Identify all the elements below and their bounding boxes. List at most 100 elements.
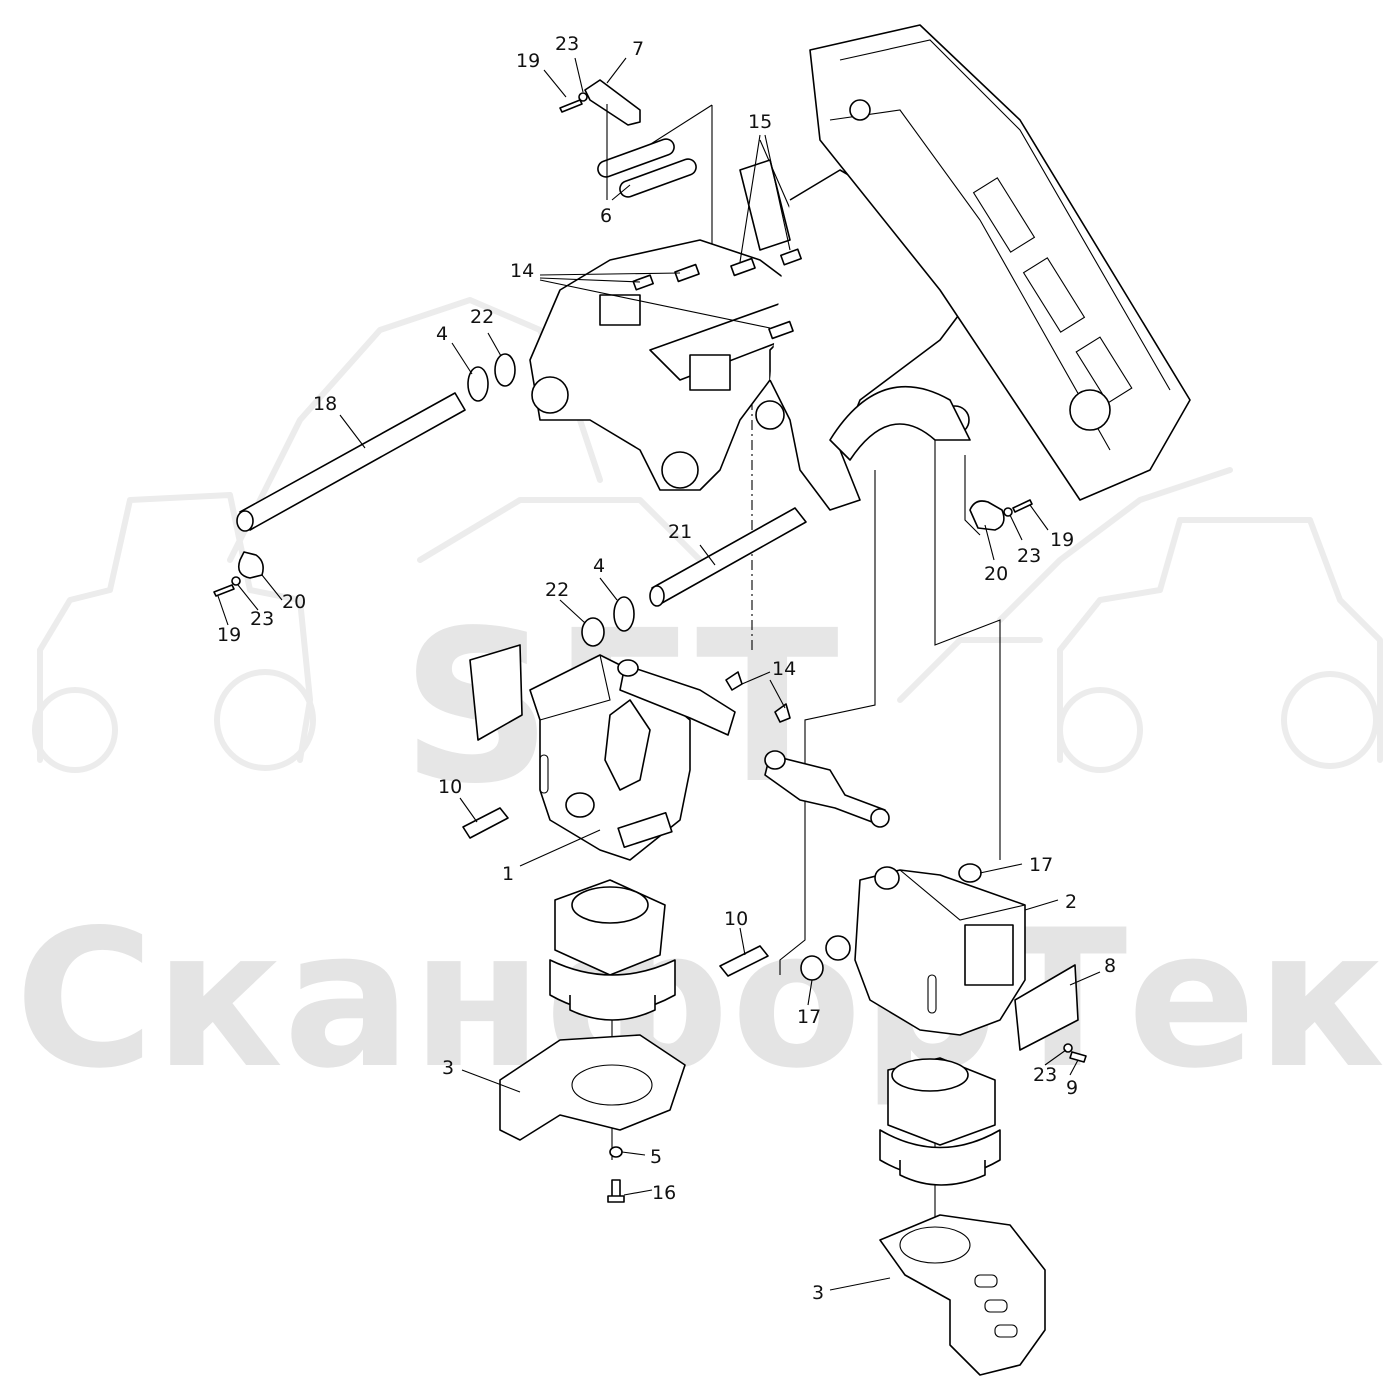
frame-tower [739, 159, 791, 251]
cylinder-lower-rod-eye [870, 808, 890, 828]
watermark-brand-text: СканфорТек [15, 889, 1385, 1110]
washer-5 [609, 1146, 623, 1158]
crane-boom [809, 24, 1191, 501]
callout-21: 21 [668, 521, 692, 543]
callout-17-bottom: 17 [797, 1006, 821, 1028]
washer-23-right [1003, 507, 1013, 517]
bracket-2 [854, 869, 1026, 1036]
fitting-14-b [768, 320, 794, 340]
washer-23-left [231, 576, 241, 586]
bracket-2-group [719, 863, 1087, 1063]
rotator-left-top [571, 886, 649, 924]
callout-10-right: 10 [724, 908, 748, 930]
bracket-1-slot [617, 811, 673, 849]
boom-pivot [1069, 389, 1111, 431]
callout-labels: 19 23 7 6 15 14 4 22 18 20 23 19 21 4 22… [217, 33, 1116, 1304]
callout-17-top: 17 [1029, 854, 1053, 876]
callout-18: 18 [313, 393, 337, 415]
frame-bore-left [531, 376, 569, 414]
callout-9: 9 [1066, 1077, 1078, 1099]
fitting-14-c [632, 274, 654, 291]
callout-1: 1 [502, 863, 514, 885]
seal-17-bottom [800, 955, 824, 981]
plate-20-right-group [969, 499, 1033, 531]
washer-4-mid [613, 596, 635, 632]
bracket-1-group [462, 644, 691, 861]
callout-10-left: 10 [438, 776, 462, 798]
bracket-2-keyway [927, 974, 937, 1014]
washer-23-top [578, 92, 588, 102]
callout-20-right: 20 [984, 563, 1008, 585]
callout-4-mid: 4 [593, 555, 605, 577]
callout-19-top: 19 [516, 50, 540, 72]
shield-left-group [499, 1034, 686, 1203]
cylinder-upper [619, 664, 736, 736]
nut-22-mid [581, 617, 605, 647]
bolt-19-left [213, 584, 235, 597]
rotator-left [549, 879, 676, 1021]
callout-14-mid: 14 [772, 658, 796, 680]
seal-17-top [958, 863, 982, 883]
callout-16: 16 [652, 1182, 676, 1204]
callout-23-right: 23 [1017, 545, 1041, 567]
pin-6-upper [597, 138, 675, 178]
bolt-19-top [559, 99, 583, 113]
bracket-2-window [964, 924, 1014, 986]
bracket-1-bore [565, 792, 595, 818]
callout-20-left: 20 [282, 591, 306, 613]
pin-21-end [649, 585, 665, 607]
frame-window-2 [599, 294, 641, 326]
callout-5: 5 [650, 1146, 662, 1168]
pin-10-right [719, 945, 769, 977]
washer-4-top [467, 366, 489, 402]
boom-pin-top [849, 99, 871, 121]
pin-21-group [581, 507, 807, 647]
callout-2: 2 [1065, 891, 1077, 913]
shield-3-left [499, 1034, 686, 1141]
callout-7: 7 [632, 38, 644, 60]
callout-3-right: 3 [812, 1282, 824, 1304]
top-pin-group [559, 79, 697, 198]
shield-3-right [879, 1214, 1046, 1376]
cylinder-upper-eye [617, 659, 639, 677]
callout-23-left: 23 [250, 608, 274, 630]
callout-8: 8 [1104, 955, 1116, 977]
frame-bore-lower [661, 451, 699, 489]
fitting-14-a [674, 263, 700, 283]
frame-window [689, 354, 731, 391]
rotator-right-flange [899, 1160, 986, 1186]
cover-plate-8-left [469, 644, 523, 741]
callout-3-left: 3 [442, 1057, 454, 1079]
bolt-9 [1069, 1051, 1087, 1063]
callout-23-bottom: 23 [1033, 1064, 1057, 1086]
pin-18-group [213, 353, 516, 597]
callout-19-right: 19 [1050, 529, 1074, 551]
rotator-left-flange [569, 995, 656, 1021]
plate-20-right [969, 500, 1005, 531]
callout-4-top: 4 [436, 323, 448, 345]
bracket-1-ear [604, 699, 651, 791]
callout-6: 6 [600, 205, 612, 227]
lock-plate-7 [584, 79, 641, 126]
rotator-right [879, 1057, 1001, 1186]
cylinders [617, 659, 890, 828]
frame-bore-right [755, 400, 785, 430]
leader-lines [217, 57, 1101, 1291]
fittings-top [632, 248, 802, 340]
pin-6-lower [619, 158, 697, 198]
frame-arch [829, 385, 971, 461]
bracket-2-bore [825, 935, 851, 961]
callout-15: 15 [748, 111, 772, 133]
callout-23-top: 23 [555, 33, 579, 55]
plate-20-left [237, 551, 264, 579]
shield-right-group [879, 1214, 1046, 1376]
callout-22-top: 22 [470, 306, 494, 328]
bracket-1-keyway [539, 754, 549, 794]
pin-18 [239, 392, 466, 531]
bolt-16-head [607, 1195, 625, 1203]
callout-22-mid: 22 [545, 579, 569, 601]
cylinder-lower-eye [764, 750, 786, 770]
nut-22-top [494, 353, 516, 387]
pin-10-left [462, 807, 509, 839]
bolt-19-right [1012, 499, 1033, 513]
